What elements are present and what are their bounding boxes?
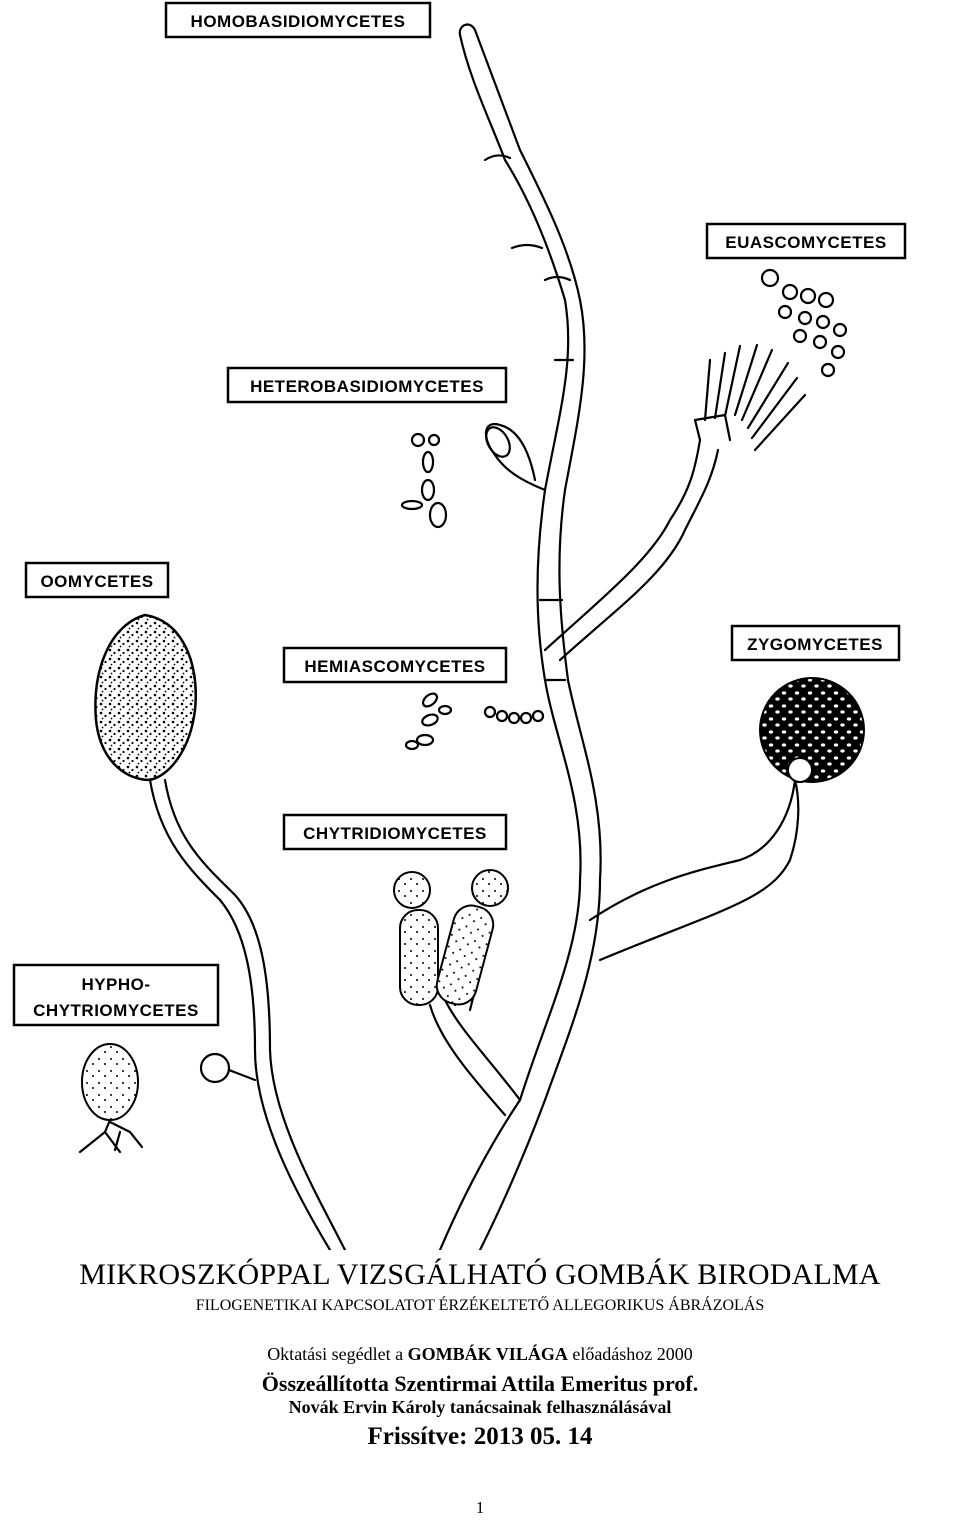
page-title: MIKROSZKÓPPAL VIZSGÁLHATÓ GOMBÁK BIRODAL… bbox=[79, 1258, 881, 1291]
svg-text:HEMIASCOMYCETES: HEMIASCOMYCETES bbox=[304, 657, 485, 676]
svg-text:CHYTRIOMYCETES: CHYTRIOMYCETES bbox=[33, 1001, 199, 1020]
course-note: Oktatási segédlet a GOMBÁK VILÁGA előadá… bbox=[0, 1344, 960, 1365]
label-zygomycetes: ZYGOMYCETES bbox=[730, 624, 901, 662]
course-note-suffix: előadáshoz 2000 bbox=[572, 1344, 693, 1364]
euascomycetes-branch bbox=[543, 268, 848, 662]
advisor-line: Novák Ervin Károly tanácsainak felhaszná… bbox=[288, 1397, 672, 1417]
heterobasidiomycetes-bud bbox=[400, 422, 547, 529]
hemiascomycetes-cells bbox=[404, 692, 545, 751]
page-subtitle: FILOGENETIKAI KAPCSOLATOT ÉRZÉKELTETŐ AL… bbox=[195, 1297, 765, 1314]
label-euascomycetes: EUASCOMYCETES bbox=[705, 222, 907, 260]
svg-text:HYPHO-: HYPHO- bbox=[81, 975, 150, 994]
svg-text:OOMYCETES: OOMYCETES bbox=[40, 572, 153, 591]
oomycetes-branch bbox=[94, 613, 347, 1250]
updated-date: Frissítve: 2013 05. 14 bbox=[367, 1423, 593, 1450]
zygomycetes-sporangium bbox=[588, 677, 865, 962]
course-note-prefix: Oktatási segédlet a bbox=[267, 1344, 404, 1364]
label-chytridiomycetes: CHYTRIDIOMYCETES bbox=[282, 813, 508, 851]
hypochytriomycetes-cell bbox=[78, 1043, 257, 1154]
svg-text:HETEROBASIDIOMYCETES: HETEROBASIDIOMYCETES bbox=[250, 377, 484, 396]
author-line: Összeállította Szentirmai Attila Emeritu… bbox=[261, 1371, 699, 1396]
svg-text:EUASCOMYCETES: EUASCOMYCETES bbox=[725, 233, 886, 252]
svg-text:ZYGOMYCETES: ZYGOMYCETES bbox=[747, 635, 883, 654]
label-homobasidiomycetes: HOMOBASIDIOMYCETES bbox=[164, 1, 432, 39]
main-trunk bbox=[438, 23, 602, 1250]
label-hyphochytriomycetes: HYPHO- CHYTRIOMYCETES bbox=[12, 963, 220, 1027]
label-heterobasidiomycetes: HETEROBASIDIOMYCETES bbox=[226, 366, 508, 404]
label-oomycetes: OOMYCETES bbox=[24, 561, 170, 599]
phylogeny-illustration: HOMOBASIDIOMYCETES EUASCOMYCETES HETEROB… bbox=[12, 1, 907, 1250]
course-name: GOMBÁK VILÁGA bbox=[407, 1344, 568, 1364]
svg-text:HOMOBASIDIOMYCETES: HOMOBASIDIOMYCETES bbox=[191, 12, 406, 31]
chytridiomycetes-branch bbox=[393, 869, 522, 1117]
svg-text:CHYTRIDIOMYCETES: CHYTRIDIOMYCETES bbox=[303, 824, 487, 843]
page-number: 1 bbox=[475, 1498, 485, 1517]
label-hemiascomycetes: HEMIASCOMYCETES bbox=[282, 646, 508, 684]
